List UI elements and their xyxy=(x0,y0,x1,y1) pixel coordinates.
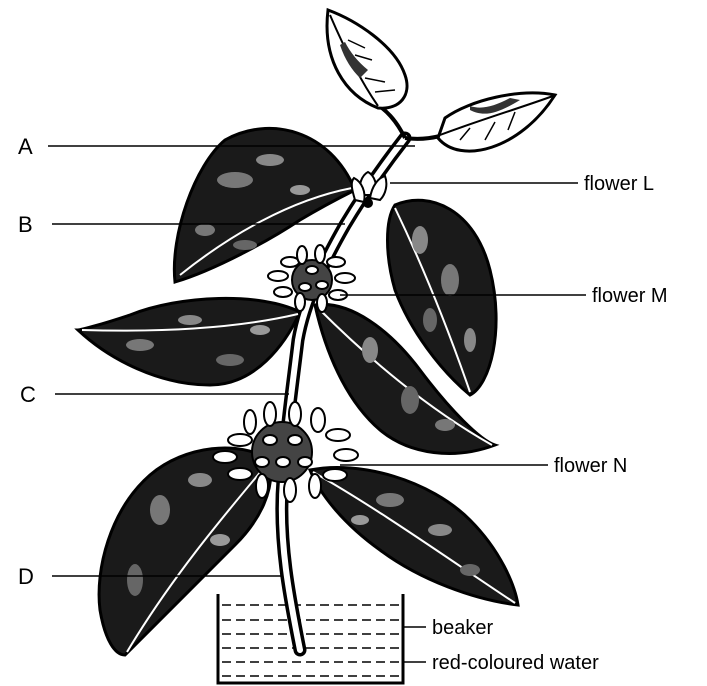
label-flower-m: flower M xyxy=(592,285,668,307)
leaf-top-right xyxy=(438,93,555,151)
label-b: B xyxy=(18,212,33,237)
leaf-middle-left xyxy=(78,298,300,385)
label-a: A xyxy=(18,134,33,159)
leaf-top xyxy=(327,10,407,108)
label-c: C xyxy=(20,382,36,407)
leaves xyxy=(78,10,555,655)
label-red-coloured-water: red-coloured water xyxy=(432,652,599,674)
beaker xyxy=(218,594,403,683)
beaker-outline xyxy=(218,594,403,683)
leaf-lower-right xyxy=(310,467,518,605)
label-beaker: beaker xyxy=(432,617,493,639)
water-surface xyxy=(222,605,400,676)
label-d: D xyxy=(18,564,34,589)
label-flower-n: flower N xyxy=(554,455,627,477)
label-flower-l: flower L xyxy=(584,173,654,195)
